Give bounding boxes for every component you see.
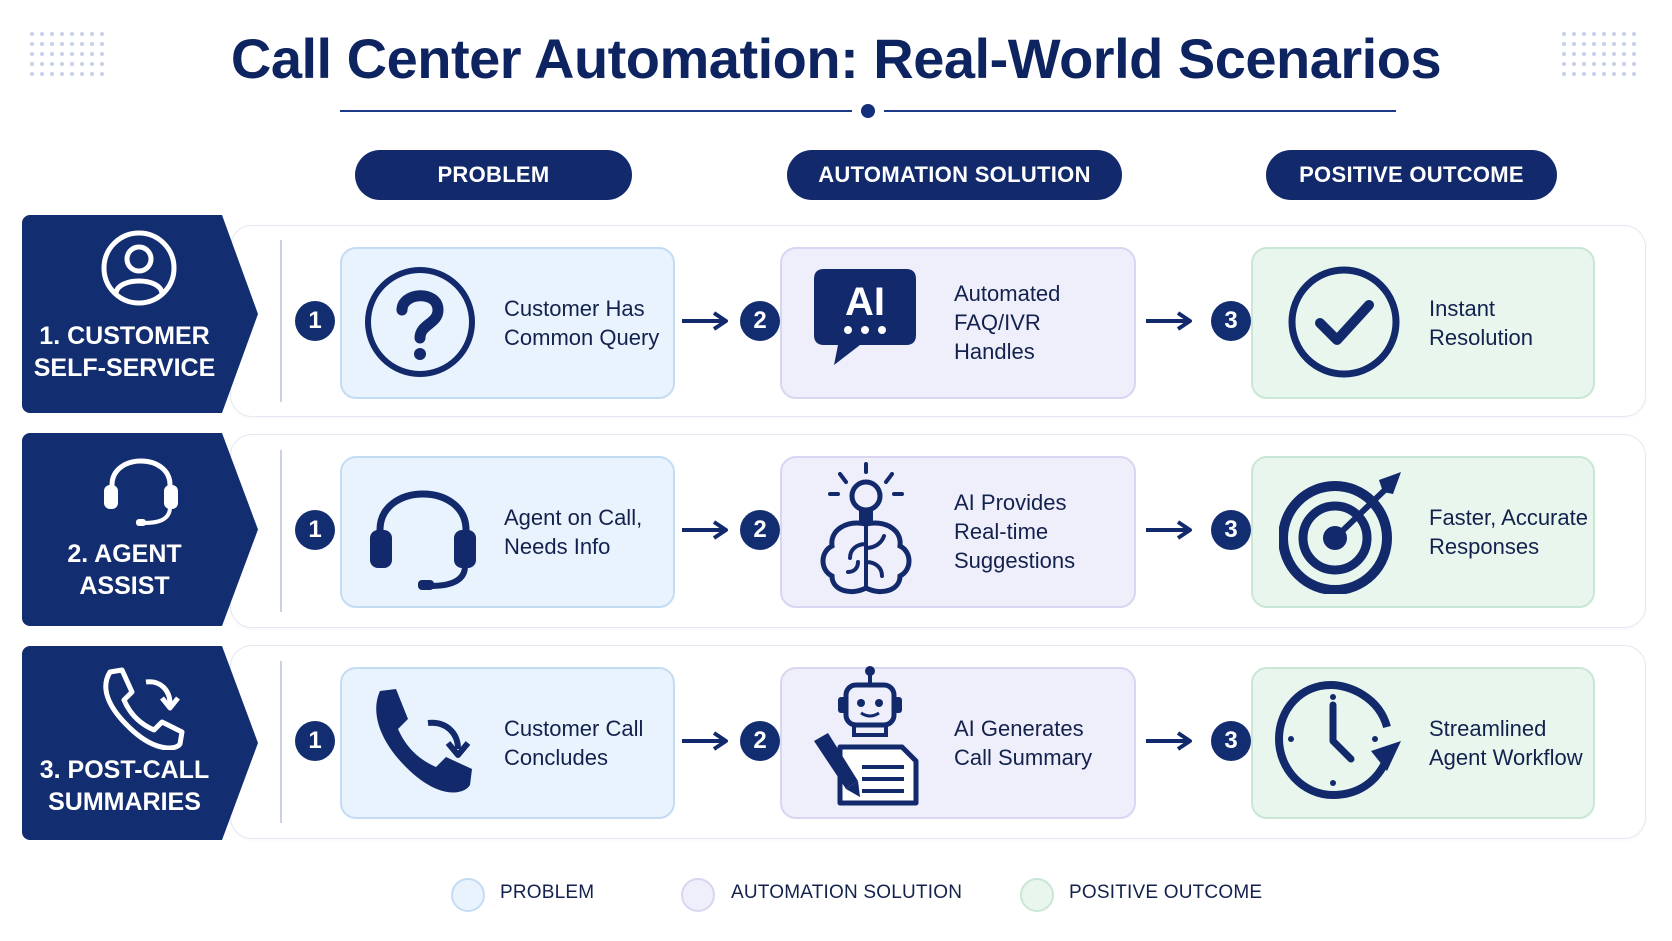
row-label-line1: 2. AGENT	[67, 540, 182, 568]
text-line: Agent Workflow	[1429, 745, 1583, 770]
target-icon	[1279, 472, 1401, 594]
row-label-agent-assist: 2. AGENT ASSIST	[22, 433, 258, 626]
ai-chat-icon: AI	[814, 269, 916, 365]
text-line: AI Generates	[954, 716, 1084, 741]
text-line: Streamlined	[1429, 716, 1547, 741]
problem-card: Customer Has Common Query	[340, 247, 675, 399]
arrow-right-icon	[682, 311, 728, 331]
text-line: Agent on Call,	[504, 505, 643, 530]
decorative-dots-left	[30, 32, 110, 82]
title-rule-right	[884, 110, 1396, 112]
solution-text: Automated FAQ/IVR Handles	[954, 279, 1060, 366]
outcome-card: Streamlined Agent Workflow	[1251, 667, 1595, 819]
text-line: FAQ/IVR	[954, 310, 1041, 335]
text-line: Needs Info	[504, 534, 611, 559]
row-label-post-call: 3. POST-CALL SUMMARIES	[22, 646, 258, 840]
row-divider	[280, 240, 282, 402]
step-badge: 1	[295, 301, 335, 341]
decorative-dots-right	[1562, 32, 1642, 82]
row-label-line2: ASSIST	[79, 572, 170, 600]
outcome-text: Instant Resolution	[1429, 294, 1533, 352]
row-label-line2: SELF-SERVICE	[33, 354, 216, 382]
outcome-card: Faster, Accurate Responses	[1251, 456, 1595, 608]
text-line: Resolution	[1429, 325, 1533, 350]
brain-lightbulb-icon	[820, 462, 912, 594]
user-icon	[101, 230, 177, 306]
text-line: Real-time	[954, 519, 1049, 544]
text-line: Concludes	[504, 745, 608, 770]
page-title: Call Center Automation: Real-World Scena…	[230, 27, 1442, 90]
text-line: Call Summary	[954, 745, 1093, 770]
headset-icon	[370, 490, 476, 590]
arrow-right-icon	[682, 731, 728, 751]
text-line: Handles	[954, 339, 1035, 364]
outcome-card: Instant Resolution	[1251, 247, 1595, 399]
legend-swatch-solution	[681, 878, 715, 912]
text-line: Customer Has	[504, 296, 645, 321]
row-divider	[280, 661, 282, 823]
step-badge: 1	[295, 721, 335, 761]
arrow-right-icon	[1146, 520, 1192, 540]
step-badge: 2	[740, 721, 780, 761]
problem-text: Customer Call Concludes	[504, 714, 643, 772]
problem-text: Customer Has Common Query	[504, 294, 659, 352]
row-label-line1: 3. POST-CALL	[39, 756, 210, 784]
text-line: Customer Call	[504, 716, 644, 741]
step-badge: 1	[295, 510, 335, 550]
solution-card: AI Generates Call Summary	[780, 666, 1136, 819]
step-badge: 3	[1211, 510, 1251, 550]
solution-text: AI Generates Call Summary	[954, 714, 1092, 772]
headset-icon	[104, 458, 178, 526]
text-line: AI Provides	[954, 490, 1067, 515]
text-line: Responses	[1429, 534, 1540, 559]
step-badge: 2	[740, 301, 780, 341]
step-badge: 2	[740, 510, 780, 550]
step-badge: 3	[1211, 301, 1251, 341]
legend-swatch-problem	[451, 878, 485, 912]
legend-swatch-outcome	[1020, 878, 1054, 912]
outcome-text: Faster, Accurate Responses	[1429, 503, 1588, 561]
problem-text: Agent on Call, Needs Info	[504, 503, 642, 561]
solution-text: AI Provides Real-time Suggestions	[954, 488, 1075, 575]
problem-card: Agent on Call, Needs Info	[340, 456, 675, 608]
outcome-text: Streamlined Agent Workflow	[1429, 714, 1583, 772]
arrow-right-icon	[1146, 731, 1192, 751]
column-header-outcome: POSITIVE OUTCOME	[1266, 150, 1557, 200]
legend-label-problem: PROBLEM	[500, 882, 595, 903]
legend-label-outcome: POSITIVE OUTCOME	[1069, 882, 1263, 903]
text-line: Automated	[954, 281, 1061, 306]
robot-document-icon	[814, 666, 919, 806]
phone-callback-icon	[376, 689, 472, 793]
solution-card: AI Provides Real-time Suggestions	[780, 456, 1136, 608]
text-line: Suggestions	[954, 548, 1076, 573]
question-icon	[365, 267, 475, 377]
text-line: Common Query	[504, 325, 660, 350]
solution-card: AI Automated FAQ/IVR Handles	[780, 247, 1136, 399]
arrow-right-icon	[682, 520, 728, 540]
phone-callback-icon	[103, 667, 185, 750]
problem-card: Customer Call Concludes	[340, 667, 675, 819]
legend-label-solution: AUTOMATION SOLUTION	[731, 882, 963, 903]
clock-icon	[1275, 680, 1401, 800]
column-header-problem: PROBLEM	[355, 150, 632, 200]
title-rule-dot	[861, 104, 875, 118]
column-header-solution: AUTOMATION SOLUTION	[787, 150, 1122, 200]
ai-chat-icon-text: AI	[845, 280, 885, 324]
arrow-right-icon	[1146, 311, 1192, 331]
checkmark-icon	[1288, 266, 1400, 378]
row-label-line1: 1. CUSTOMER	[39, 322, 210, 350]
row-label-self-service: 1. CUSTOMER SELF-SERVICE	[22, 215, 258, 413]
text-line: Instant	[1429, 296, 1496, 321]
text-line: Faster, Accurate	[1429, 505, 1588, 530]
row-divider	[280, 450, 282, 612]
step-badge: 3	[1211, 721, 1251, 761]
title-rule-left	[340, 110, 852, 112]
row-label-line2: SUMMARIES	[48, 788, 201, 816]
